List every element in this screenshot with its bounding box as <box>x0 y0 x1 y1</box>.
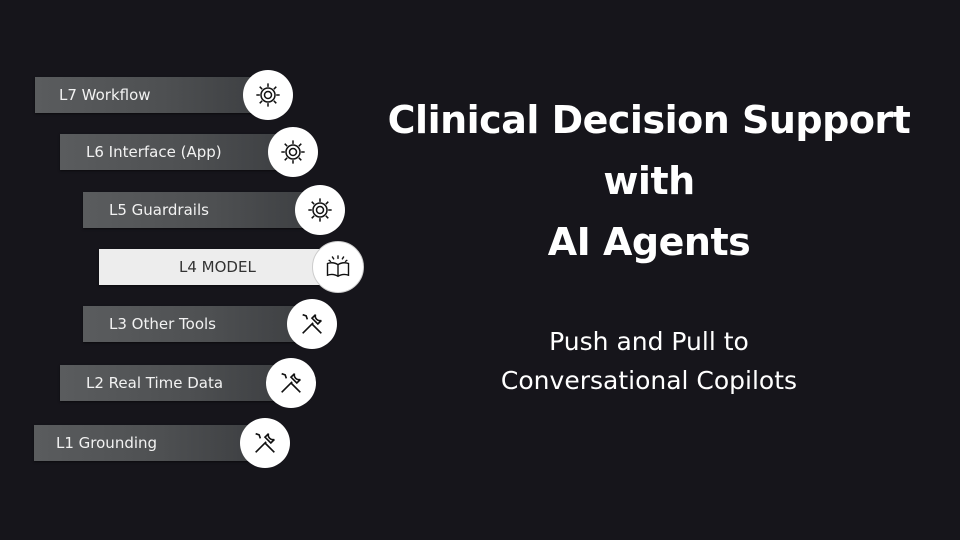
layer-l7: L7 Workflow <box>35 70 293 120</box>
subtitle-line: Conversational Copilots <box>500 366 798 395</box>
title-line: Clinical Decision Support <box>387 98 911 142</box>
open-book-icon <box>312 241 364 293</box>
layer-l1: L1 Grounding <box>34 418 290 468</box>
layer-label: L4 MODEL <box>179 258 256 276</box>
layer-bar: L2 Real Time Data <box>60 365 290 401</box>
layer-l3: L3 Other Tools <box>83 299 337 349</box>
gear-icon <box>243 70 293 120</box>
layer-bar: L5 Guardrails <box>83 192 319 228</box>
tools-icon <box>240 418 290 468</box>
layer-bar: L6 Interface (App) <box>60 134 292 170</box>
layer-l2: L2 Real Time Data <box>60 358 316 408</box>
layer-bar: L7 Workflow <box>35 77 267 113</box>
gear-icon <box>295 185 345 235</box>
slide-title: Clinical Decision Support with AI Agents <box>340 90 958 273</box>
title-line: AI Agents <box>547 220 751 264</box>
layer-bar: L3 Other Tools <box>83 306 311 342</box>
layer-l5: L5 Guardrails <box>83 185 345 235</box>
layer-label: L6 Interface (App) <box>86 143 222 161</box>
layer-l4: L4 MODEL <box>99 241 364 293</box>
layer-bar: L1 Grounding <box>34 425 264 461</box>
tools-icon <box>287 299 337 349</box>
subtitle-line: Push and Pull to <box>549 327 749 356</box>
layer-bar-highlight: L4 MODEL <box>99 249 335 285</box>
tools-icon <box>266 358 316 408</box>
layer-label: L1 Grounding <box>56 434 158 452</box>
slide-subtitle: Push and Pull to Conversational Copilots <box>340 322 958 400</box>
layer-l6: L6 Interface (App) <box>60 127 318 177</box>
title-line: with <box>603 159 695 203</box>
layer-label: L7 Workflow <box>59 86 151 104</box>
layer-label: L3 Other Tools <box>109 315 216 333</box>
layer-label: L2 Real Time Data <box>86 374 224 392</box>
layer-label: L5 Guardrails <box>109 201 209 219</box>
gear-icon <box>268 127 318 177</box>
